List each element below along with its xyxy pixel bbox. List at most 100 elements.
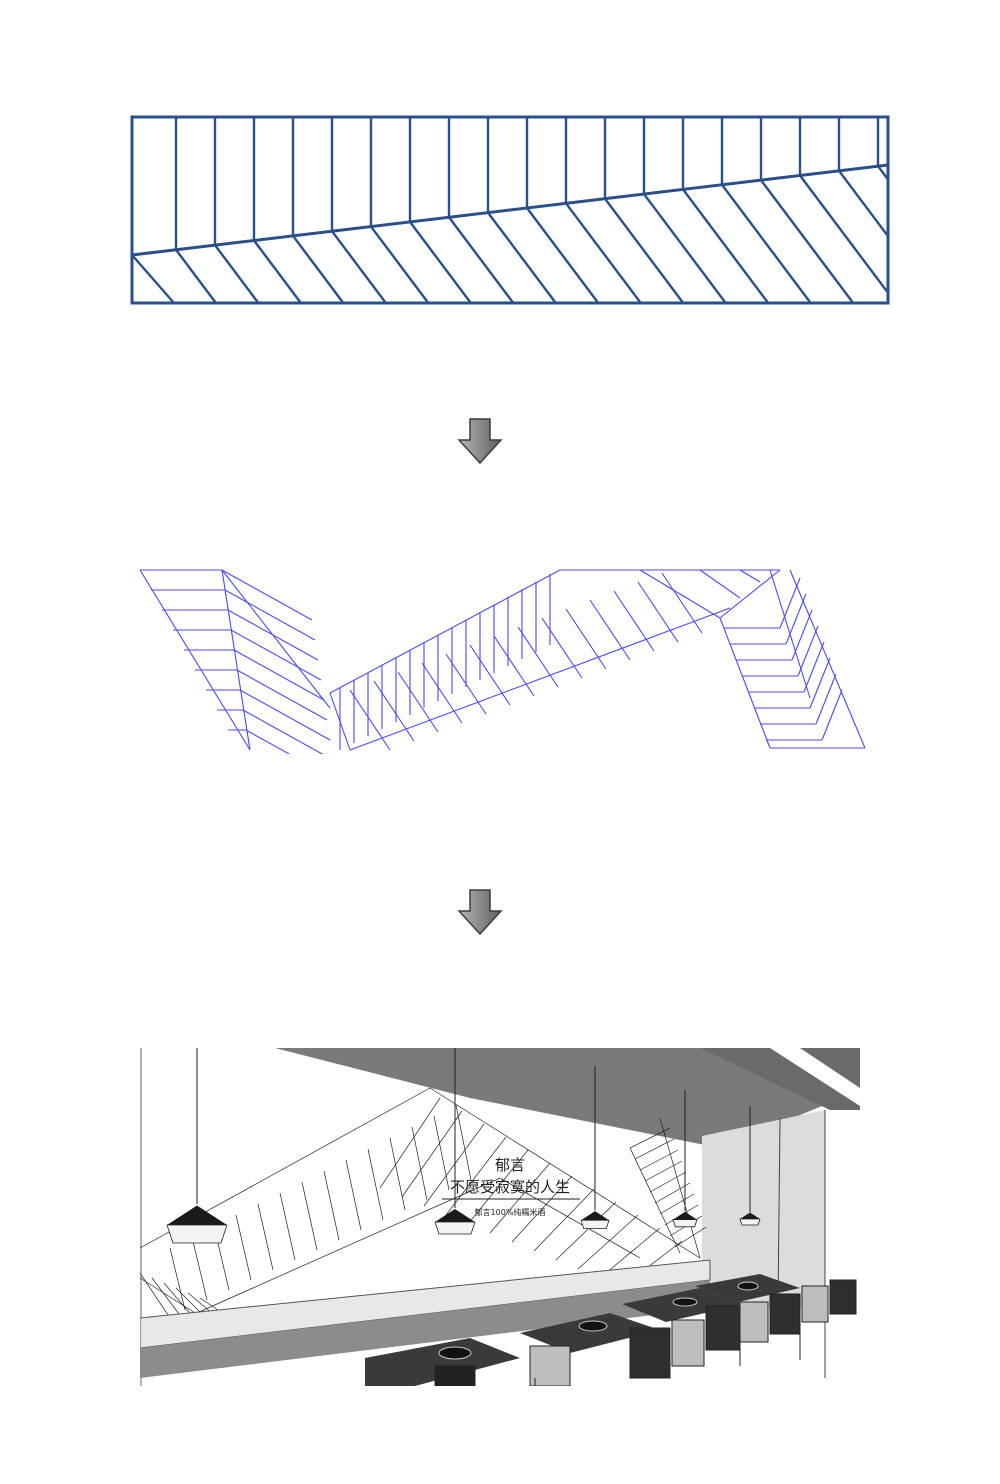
band-hatch: [227, 609, 319, 661]
restaurant-interior-drawing: 郁言 不愿受寂寞的人生 郁言100%纯糯米酒: [139, 1048, 860, 1387]
band-hatch: [589, 599, 631, 661]
band-hatch: [345, 1159, 362, 1231]
diagonal-stripe: [643, 193, 727, 304]
diagonal-stripe: [760, 179, 855, 304]
sign-slogan: 不愿受寂寞的人生: [450, 1178, 570, 1196]
diagonal-stripe: [838, 170, 889, 237]
lamp-shade: [740, 1212, 760, 1219]
band-hatch: [489, 1162, 551, 1234]
diagonal-stripe: [526, 207, 600, 304]
band-hatch: [815, 673, 837, 725]
band-hatch: [397, 671, 439, 733]
band-edge: [499, 1177, 641, 1259]
band-hatch: [649, 1171, 687, 1193]
band-hatch: [233, 649, 325, 701]
diagonal-stripe: [292, 235, 345, 304]
band-hatch: [613, 590, 655, 652]
band-hatch: [493, 635, 535, 697]
lamp-body: [739, 1218, 761, 1226]
band-hatch: [239, 689, 331, 741]
dining-tables: [365, 1274, 800, 1386]
band-hatch: [654, 1182, 691, 1204]
flat-pattern-drawing: [130, 115, 890, 305]
band-hatch: [467, 1149, 529, 1225]
band-edge: [659, 1117, 701, 1259]
diagonal-stripe: [721, 184, 812, 304]
diagonal-stripe: [448, 216, 515, 304]
band-hatch: [599, 1227, 661, 1279]
pattern-border: [130, 115, 890, 305]
diagonal-stripe: [799, 174, 889, 294]
band-hatch: [785, 593, 807, 645]
band-hatch: [541, 617, 583, 679]
band-hatch: [279, 1192, 296, 1261]
band-hatch: [511, 1175, 573, 1243]
band-hatch: [517, 626, 559, 688]
band-hatch: [455, 1104, 472, 1181]
band-hatch: [779, 577, 801, 629]
band-hatch: [634, 1138, 675, 1160]
band-hatch: [629, 1127, 671, 1149]
band-edge: [789, 569, 866, 749]
diagonal-stripe: [877, 165, 889, 181]
wall-herringbone-pattern: [140, 1087, 707, 1319]
band-hatch: [191, 1236, 208, 1301]
band-hatch: [739, 569, 761, 583]
lamp-shade: [435, 1209, 475, 1222]
band-hatch: [445, 1136, 507, 1216]
counter-front: [140, 1280, 710, 1378]
band-edge: [139, 569, 251, 751]
band-hatch: [674, 1226, 707, 1248]
band-hatch: [224, 589, 316, 641]
band-hatch: [555, 1201, 617, 1261]
band-hatch: [163, 1282, 195, 1319]
ceiling-soffit: [275, 1048, 856, 1148]
band-hatch: [797, 625, 819, 677]
band-hatch: [639, 569, 721, 619]
band-edge: [329, 569, 561, 694]
diagonal-stripe: [214, 244, 260, 304]
diagonal-stripe: [565, 202, 642, 304]
band-hatch: [367, 1148, 384, 1221]
band-hatch: [639, 1149, 679, 1171]
band-edge: [629, 1147, 681, 1254]
lamp-body: [580, 1219, 610, 1230]
band-hatch: [245, 729, 337, 781]
band-hatch: [349, 689, 391, 751]
interior-rendering: 郁言 不愿受寂寞的人生 郁言100%纯糯米酒: [139, 1048, 860, 1387]
band-hatch: [659, 1193, 695, 1215]
band-hatch: [301, 1181, 318, 1251]
lamp-body: [434, 1221, 476, 1235]
band-hatch: [230, 629, 322, 681]
band-hatch: [565, 608, 607, 670]
band-hatch: [821, 689, 843, 741]
band-hatch: [151, 1277, 183, 1319]
band-hatch: [644, 1160, 683, 1182]
band-hatch: [257, 1203, 274, 1271]
band-hatch: [469, 644, 511, 706]
band-hatch: [533, 1188, 595, 1252]
band-hatch: [809, 657, 831, 709]
folded-wall-pattern: [139, 568, 870, 781]
wall-column: [702, 1110, 825, 1310]
band-hatch: [577, 1214, 639, 1270]
diagonal-stripe: [487, 211, 557, 304]
band-hatch: [661, 572, 703, 634]
band-edge: [719, 617, 771, 749]
band-hatch: [379, 1097, 441, 1189]
dining-chairs: [434, 1279, 857, 1387]
band-hatch: [637, 581, 679, 643]
band-hatch: [242, 709, 334, 761]
lamp-body: [166, 1224, 228, 1244]
diagonal-stripe: [409, 221, 472, 304]
down-arrow-icon: [456, 887, 504, 937]
band-seam: [221, 569, 251, 751]
band-hatch: [373, 680, 415, 742]
lamp-shade: [167, 1205, 227, 1225]
band-edge: [221, 569, 331, 709]
band-hatch: [411, 1126, 428, 1201]
band-hatch: [421, 662, 463, 724]
diagonal-stripe: [175, 249, 217, 304]
diagonal-stripe: [131, 254, 175, 304]
band-hatch: [445, 653, 487, 715]
